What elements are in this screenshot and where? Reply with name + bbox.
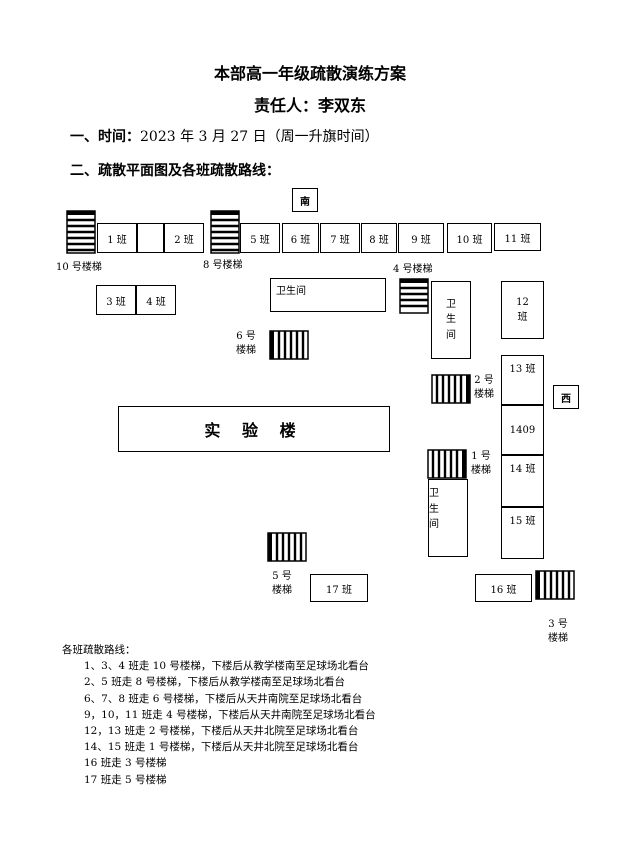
stair-1-label: 1 号 楼梯 — [471, 450, 491, 478]
evacuation-routes: 各班疏散路线： 1、3、4 班走 10 号楼梯，下楼后从教学楼南至足球场北看台 … — [62, 642, 376, 788]
stair-4-label: 4 号楼梯 — [393, 264, 433, 275]
stair-1-label-line2: 楼梯 — [471, 465, 491, 476]
classroom-9: 9 班 — [398, 223, 444, 253]
route-item: 9，10，11 班走 4 号楼梯，下楼后从天井南院至足球场北看台 — [84, 708, 376, 721]
stair-2-icon — [431, 374, 471, 404]
classroom-4: 4 班 — [136, 285, 176, 315]
stair-3-label: 3 号 楼梯 — [548, 618, 568, 646]
classroom-1: 1 班 — [97, 223, 137, 253]
classroom-15: 15 班 — [501, 507, 544, 559]
route-item: 12，13 班走 2 号楼梯，下楼后从天井北院至足球场北看台 — [84, 725, 359, 738]
classroom-3: 3 班 — [96, 285, 136, 315]
stair-8-icon — [210, 210, 240, 254]
toilet-middle-char-2: 生 — [446, 314, 456, 326]
route-item: 17 班走 5 号楼梯 — [84, 773, 167, 786]
stair-2-label-line1: 2 号 — [474, 375, 494, 386]
lab-building: 实 验 楼 — [118, 406, 390, 452]
stair-5-label: 5 号 楼梯 — [272, 570, 292, 598]
toilet-north-char-3: 间 — [429, 519, 439, 530]
section-time: 一、时间：2023 年 3 月 27 日（周一升旗时间） — [70, 126, 379, 146]
toilet-north-char-1: 卫 — [429, 488, 439, 499]
classroom-13: 13 班 — [501, 355, 544, 405]
responsible-person: 责任人：李双东 — [253, 96, 366, 115]
route-item: 1、3、4 班走 10 号楼梯，下楼后从教学楼南至足球场北看台 — [84, 660, 369, 673]
classroom-16: 16 班 — [475, 574, 532, 602]
classroom-17: 17 班 — [310, 574, 368, 602]
stair-2-label: 2 号 楼梯 — [474, 374, 494, 402]
stair-5-label-line1: 5 号 — [272, 571, 292, 582]
stair-1-label-line1: 1 号 — [471, 451, 491, 462]
classroom-6: 6 班 — [282, 223, 319, 253]
direction-south: 南 — [292, 188, 318, 212]
route-item: 14、15 班走 1 号楼梯，下楼后从天井北院至足球场北看台 — [84, 741, 359, 754]
toilet-middle: 卫 生 间 — [431, 281, 471, 359]
route-item: 6、7、8 班走 6 号楼梯，下楼后从天井南院至足球场北看台 — [84, 692, 363, 705]
classroom-8: 8 班 — [361, 223, 397, 253]
stair-10-icon — [66, 210, 96, 254]
route-item: 2、5 班走 8 号楼梯，下楼后从教学楼南至足球场北看台 — [84, 676, 346, 689]
toilet-south: 卫生间 — [270, 278, 386, 312]
stair-3-label-line2: 楼梯 — [548, 633, 568, 644]
section-time-value: 2023 年 3 月 27 日（周一升旗时间） — [140, 129, 379, 145]
classroom-12-suffix: 班 — [517, 312, 528, 323]
classroom-7: 7 班 — [320, 223, 360, 253]
stair-3-label-line1: 3 号 — [548, 619, 568, 630]
section-plan-heading: 二、疏散平面图及各班疏散路线： — [70, 163, 280, 179]
page-title: 本部高一年级疏散演练方案 — [213, 64, 406, 83]
classroom-2: 2 班 — [164, 223, 204, 253]
toilet-middle-char-3: 间 — [446, 329, 456, 341]
stair-10-label: 10 号楼梯 — [56, 262, 102, 273]
classroom-14: 14 班 — [501, 455, 544, 507]
classroom-12: 12 班 — [501, 281, 544, 339]
stair-2-label-line2: 楼梯 — [474, 389, 494, 400]
classroom-5: 5 班 — [240, 223, 280, 253]
stair-1-icon — [427, 449, 467, 479]
classroom-12-num: 12 — [516, 296, 529, 308]
stair-8-label: 8 号楼梯 — [203, 260, 243, 271]
toilet-middle-char-1: 卫 — [446, 298, 456, 310]
routes-header: 各班疏散路线： — [62, 644, 136, 656]
direction-west: 西 — [553, 385, 579, 409]
stair-5-label-line2: 楼梯 — [272, 585, 292, 596]
stair-6-label-line1: 6 号 — [236, 331, 256, 342]
stair-5-icon — [267, 532, 307, 562]
section-time-label: 一、时间： — [70, 129, 140, 145]
toilet-north-char-2: 生 — [429, 503, 439, 515]
stair-6-label-line2: 楼梯 — [236, 345, 256, 356]
classroom-11: 11 班 — [494, 223, 541, 251]
blank-room — [137, 223, 164, 253]
toilet-north: 卫 生 间 — [428, 479, 468, 557]
stair-6-label: 6 号 楼梯 — [236, 330, 256, 358]
classroom-10: 10 班 — [447, 223, 492, 253]
room-1409: 1409 — [501, 405, 544, 455]
route-item: 16 班走 3 号楼梯 — [84, 757, 167, 770]
stair-6-icon — [269, 330, 309, 360]
stair-3-icon — [535, 570, 575, 600]
stair-4-icon — [399, 278, 429, 314]
